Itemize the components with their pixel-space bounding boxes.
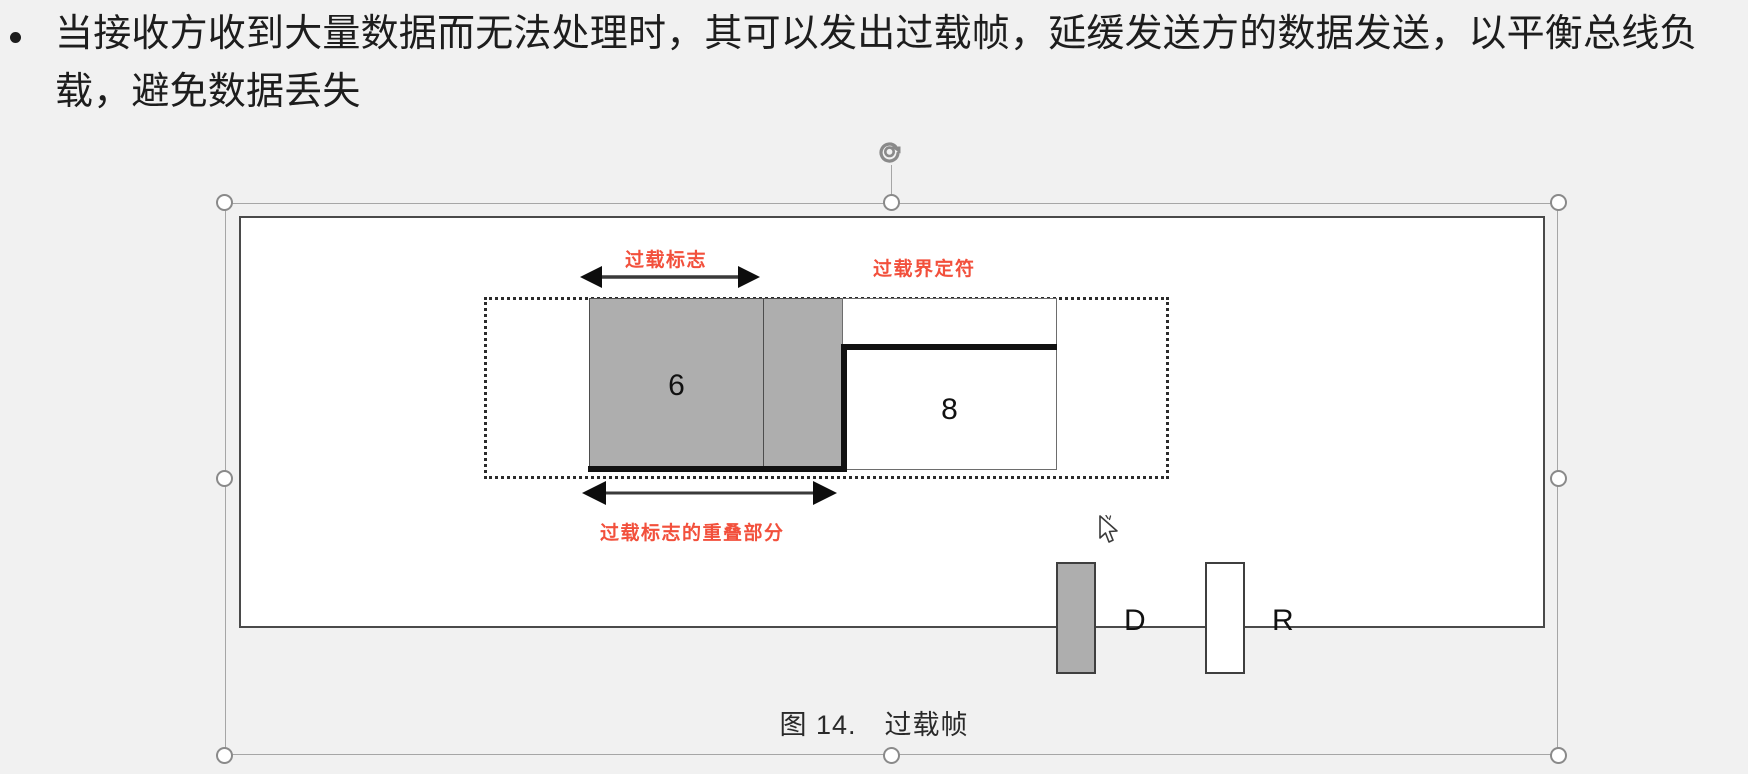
- resize-handle-bottom-left[interactable]: [216, 747, 233, 764]
- bullet-dot-icon: [10, 32, 21, 43]
- legend-dominant-label: D: [1124, 604, 1146, 637]
- overlap-segment-block: [763, 298, 843, 470]
- overload-flag-value: 6: [668, 369, 685, 402]
- legend-recessive-label: R: [1272, 604, 1294, 637]
- bullet-paragraph: 当接收方收到大量数据而无法处理时，其可以发出过载帧，延缓发送方的数据发送，以平衡…: [0, 4, 1748, 124]
- recessive-level-line: [841, 344, 1057, 350]
- resize-handle-top-left[interactable]: [216, 194, 233, 211]
- level-transition-edge: [841, 344, 847, 472]
- overload-delimiter-value: 8: [941, 392, 958, 426]
- recessive-top-strip: [842, 298, 1057, 346]
- overload-delimiter-block: 8: [842, 345, 1057, 470]
- bullet-text[interactable]: 当接收方收到大量数据而无法处理时，其可以发出过载帧，延缓发送方的数据发送，以平衡…: [55, 13, 1698, 113]
- legend-recessive-swatch: [1205, 562, 1245, 674]
- rotate-icon[interactable]: [875, 137, 909, 167]
- label-overload-delimiter: 过载界定符: [873, 259, 976, 280]
- figure-caption: 图 14. 过载帧: [779, 710, 969, 740]
- overload-flag-arrow: [580, 262, 760, 297]
- legend-dominant-swatch: [1056, 562, 1096, 674]
- resize-handle-middle-left[interactable]: [216, 470, 233, 487]
- resize-handle-bottom-center[interactable]: [882, 747, 900, 764]
- label-overload-flag: 过载标志: [625, 250, 708, 271]
- label-overlap-part: 过载标志的重叠部分: [600, 523, 785, 544]
- resize-handle-top-center[interactable]: [882, 194, 900, 211]
- resize-handle-middle-right[interactable]: [1550, 470, 1567, 487]
- overload-flag-block: 6: [589, 298, 764, 470]
- resize-handle-top-right[interactable]: [1550, 194, 1567, 211]
- picture-selection-frame[interactable]: [216, 142, 1567, 764]
- rotate-handle-stem: [890, 165, 893, 203]
- resize-handle-bottom-right[interactable]: [1550, 747, 1567, 764]
- dominant-level-line: [588, 466, 846, 472]
- overlap-part-arrow: [582, 478, 837, 513]
